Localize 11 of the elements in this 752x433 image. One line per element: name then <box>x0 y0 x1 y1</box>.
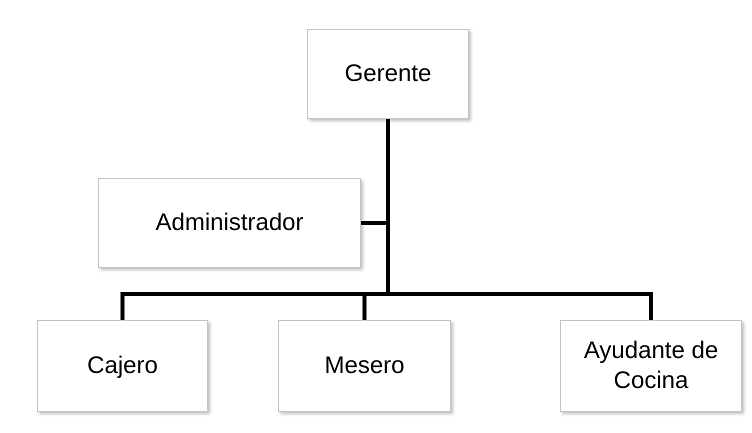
role-box <box>278 320 451 412</box>
role-label: Gerente <box>344 59 432 89</box>
connector-line <box>386 119 653 320</box>
role-label: Cajero <box>87 351 158 381</box>
role-box <box>560 320 742 412</box>
role-box <box>307 29 469 119</box>
role-label: Mesero <box>324 351 405 381</box>
role-box <box>37 320 208 412</box>
role-label: Ayudante de Cocina <box>582 336 720 396</box>
role-box <box>98 178 361 268</box>
role-label: Administrador <box>155 208 304 238</box>
